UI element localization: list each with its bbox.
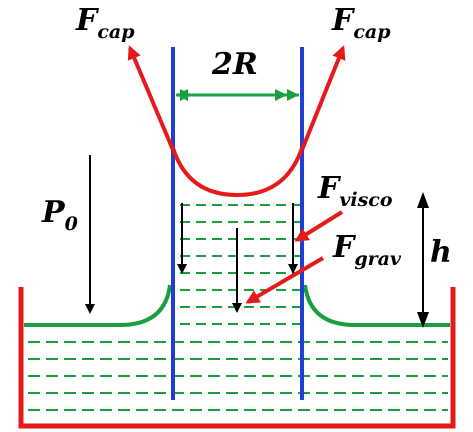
tube-liquid	[180, 204, 300, 325]
capillary-force-arrow-right	[300, 45, 346, 151]
diameter-label: 2R	[211, 47, 258, 82]
width-arrow-head-left	[176, 89, 188, 101]
visco-pointer-arrow	[294, 210, 344, 242]
capillary-force-label-right: Fcap	[331, 3, 391, 43]
pressure-label: P0	[41, 195, 78, 235]
height-arrow-head-top	[417, 192, 429, 208]
reservoir-liquid	[28, 341, 448, 411]
gravity-force-label: Fgrav	[332, 230, 402, 270]
capillary-force-label-left: Fcap	[75, 3, 135, 43]
viscous-force-label: Fvisco	[317, 171, 393, 211]
height-arrow-head-bottom	[417, 312, 429, 328]
tube-meniscus	[171, 147, 304, 198]
liquid-surface-right	[303, 284, 450, 327]
liquid-surface-left	[24, 284, 172, 327]
container	[18, 287, 456, 429]
width-arrow-head-right	[287, 89, 299, 101]
capillary-force-arrow-left	[127, 45, 175, 151]
height-label: h	[430, 235, 452, 270]
grav-pointer-arrow	[245, 256, 325, 304]
